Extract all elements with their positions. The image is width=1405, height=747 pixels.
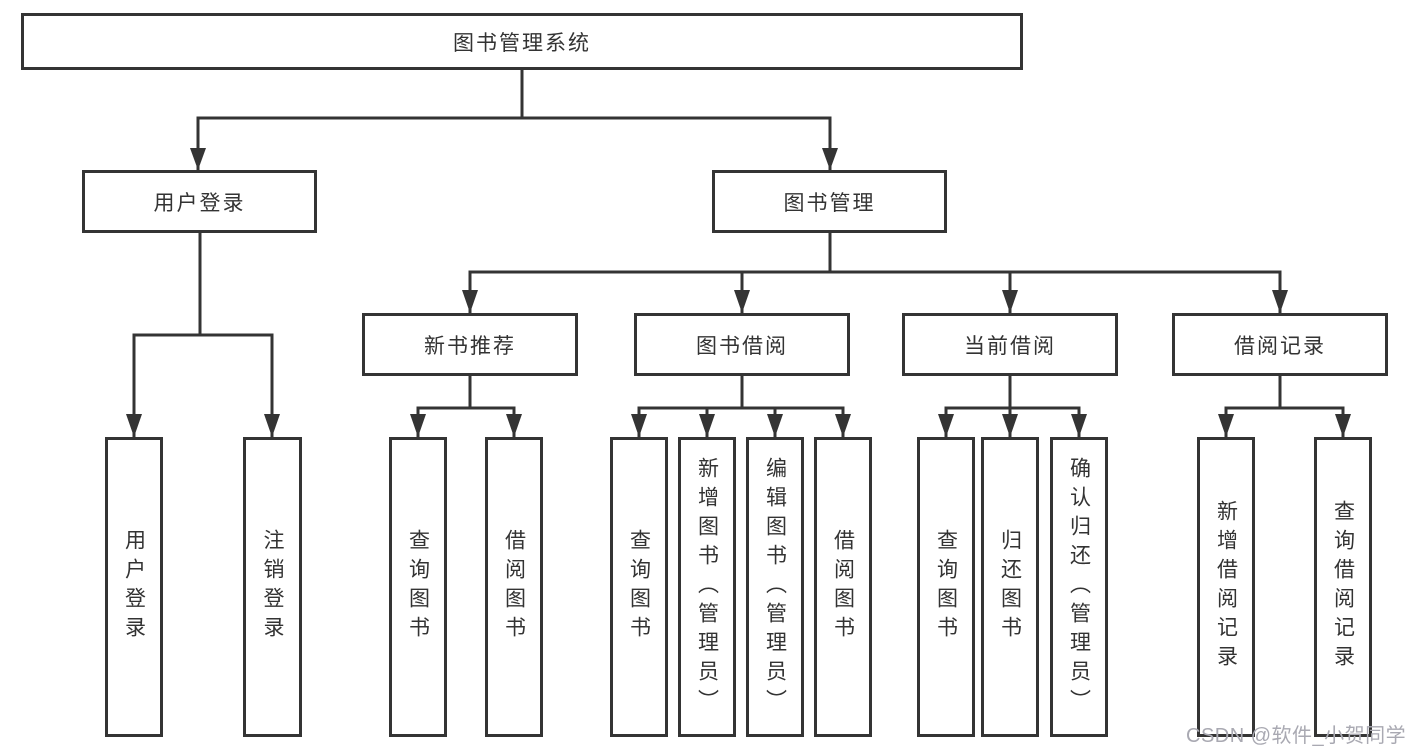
leaf-user-login: 用户登录 bbox=[105, 437, 163, 737]
node-new-book-recommend-label: 新书推荐 bbox=[424, 334, 516, 358]
node-current-borrowing-label: 当前借阅 bbox=[964, 334, 1056, 358]
connector-userlogin-branch bbox=[132, 333, 274, 437]
node-user-login-label: 用户登录 bbox=[153, 191, 246, 215]
leaf-query-borrow-record-label: 查询借阅记录 bbox=[1331, 500, 1355, 674]
connector-newbook-branch bbox=[416, 406, 516, 437]
leaf-return-books-label: 归还图书 bbox=[998, 529, 1022, 645]
arrowheads bbox=[126, 148, 1351, 437]
leaf-newbook-query-books: 查询图书 bbox=[389, 437, 447, 737]
node-library-system: 图书管理系统 bbox=[21, 13, 1023, 70]
leaf-edit-books-admin: 编辑图书（管理员） bbox=[746, 437, 804, 737]
node-borrowing-records: 借阅记录 bbox=[1172, 313, 1388, 376]
node-new-book-recommend: 新书推荐 bbox=[362, 313, 578, 376]
leaf-add-books-admin: 新增图书（管理员） bbox=[678, 437, 736, 737]
connector-bookmgmt-branch bbox=[468, 270, 1282, 313]
leaf-user-login-label: 用户登录 bbox=[122, 529, 146, 645]
leaf-return-books: 归还图书 bbox=[981, 437, 1039, 737]
leaf-confirm-return-admin-label: 确认归还（管理员） bbox=[1067, 456, 1091, 718]
leaf-current-query-books: 查询图书 bbox=[917, 437, 975, 737]
leaf-add-borrow-record-label: 新增借阅记录 bbox=[1214, 500, 1238, 674]
leaf-newbook-borrow-books: 借阅图书 bbox=[485, 437, 543, 737]
leaf-current-query-books-label: 查询图书 bbox=[934, 529, 958, 645]
connector-borrowrecord-branch bbox=[1224, 406, 1345, 437]
leaf-newbook-borrow-books-label: 借阅图书 bbox=[502, 529, 526, 645]
node-book-management-label: 图书管理 bbox=[783, 191, 876, 215]
csdn-watermark: CSDN @软件_小贺同学 bbox=[1186, 725, 1405, 747]
node-book-management: 图书管理 bbox=[712, 170, 947, 233]
leaf-add-books-admin-label: 新增图书（管理员） bbox=[695, 456, 719, 718]
leaf-newbook-query-books-label: 查询图书 bbox=[406, 529, 430, 645]
leaf-add-borrow-record: 新增借阅记录 bbox=[1197, 437, 1255, 737]
leaf-confirm-return-admin: 确认归还（管理员） bbox=[1050, 437, 1108, 737]
leaf-edit-books-admin-label: 编辑图书（管理员） bbox=[763, 456, 787, 718]
node-book-borrowing-label: 图书借阅 bbox=[696, 334, 788, 358]
node-user-login: 用户登录 bbox=[82, 170, 317, 233]
node-library-system-label: 图书管理系统 bbox=[453, 31, 591, 55]
node-current-borrowing: 当前借阅 bbox=[902, 313, 1118, 376]
node-book-borrowing: 图书借阅 bbox=[634, 313, 850, 376]
leaf-borrow-books-label: 借阅图书 bbox=[831, 529, 855, 645]
leaf-logout: 注销登录 bbox=[243, 437, 302, 737]
connector-bookborrow-branch bbox=[637, 406, 845, 437]
leaf-borrowing-query-books-label: 查询图书 bbox=[627, 529, 651, 645]
node-borrowing-records-label: 借阅记录 bbox=[1234, 334, 1326, 358]
leaf-borrow-books: 借阅图书 bbox=[814, 437, 872, 737]
leaf-logout-label: 注销登录 bbox=[261, 529, 284, 645]
connector-root-branch bbox=[196, 116, 832, 170]
leaf-borrowing-query-books: 查询图书 bbox=[610, 437, 668, 737]
leaf-query-borrow-record: 查询借阅记录 bbox=[1314, 437, 1372, 737]
